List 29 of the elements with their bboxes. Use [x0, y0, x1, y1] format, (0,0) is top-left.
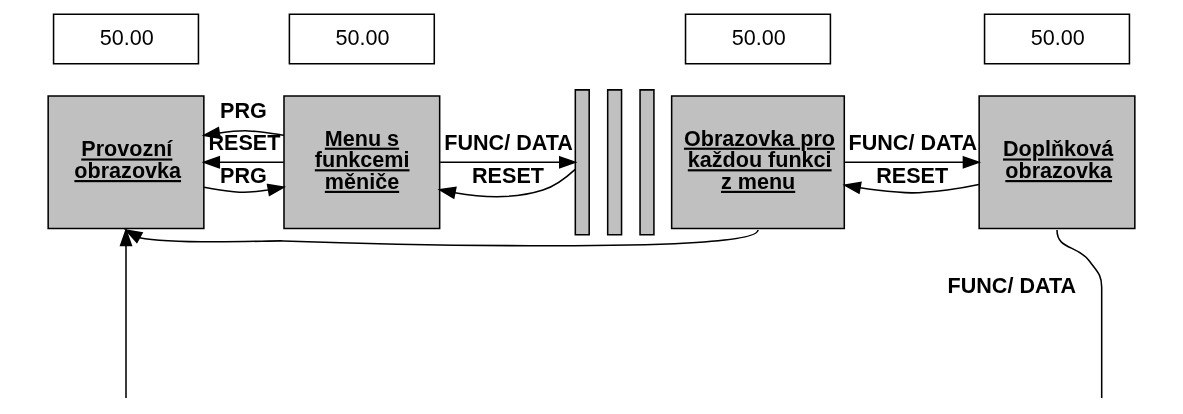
node-box: 50.00 [288, 13, 436, 65]
arrow [842, 181, 980, 195]
node-box [639, 89, 655, 236]
node-box: Obrazovka pro každou funkci z menu [670, 95, 846, 230]
edge-label: RESET [472, 162, 544, 188]
arrow [203, 183, 286, 197]
node-box: Menu s funkcemi měniče [283, 95, 441, 230]
arrow [439, 155, 578, 169]
label: FUNC/ DATA [947, 272, 1077, 298]
arrow [123, 229, 759, 247]
arrow [843, 155, 982, 169]
arrow [437, 168, 576, 200]
arrow [119, 227, 144, 399]
connector [1056, 229, 1103, 399]
edge-label: FUNC/ DATA [848, 130, 978, 156]
edge-label: PRG [220, 97, 267, 123]
edge-label: FUNC/ DATA [444, 130, 573, 156]
edge-label: RESET [876, 162, 949, 188]
node-box: 50.00 [684, 13, 832, 65]
edge-label: PRG [220, 162, 267, 188]
node-box: 50.00 [52, 13, 200, 65]
arrow [201, 155, 285, 169]
node-box: Provozní obrazovka [47, 95, 205, 230]
node-box: 50.00 [983, 13, 1131, 65]
node-box: Doplňková obrazovka [978, 95, 1136, 230]
node-box [574, 89, 590, 236]
node-box [606, 89, 623, 236]
edge-label: RESET [208, 130, 281, 156]
arrow [201, 126, 285, 140]
